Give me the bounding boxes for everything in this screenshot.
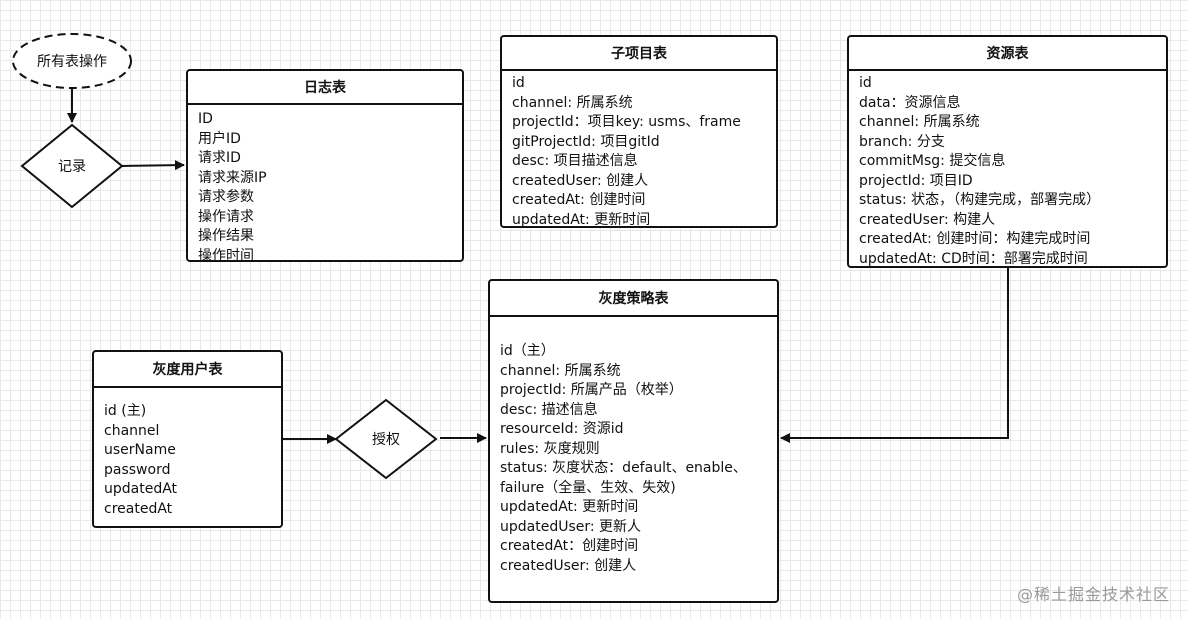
gray-user-table-field: id (主) xyxy=(104,403,147,419)
subproject-table-field: createdUser: 创建人 xyxy=(512,172,649,189)
resource-table-field: commitMsg: 提交信息 xyxy=(859,153,1006,169)
authorize-label: 授权 xyxy=(372,432,400,448)
resource-table-field: updatedAt: CD时间：部署完成时间 xyxy=(859,250,1088,267)
gray-strategy-table-field: failure（全量、生效、失效) xyxy=(500,479,676,496)
all-operations-label: 所有表操作 xyxy=(37,54,107,70)
gray-user-table-field: userName xyxy=(104,442,176,458)
gray-strategy-table-field: desc: 描述信息 xyxy=(500,401,598,418)
record-diamond xyxy=(20,123,124,209)
log-table-field: 请求ID xyxy=(198,150,241,166)
resource-table-field: createdAt: 创建时间：构建完成时间 xyxy=(859,231,1091,247)
resource-table-field: projectId: 项目ID xyxy=(859,172,973,189)
record-label: 记录 xyxy=(58,159,86,175)
subproject-table-field: channel: 所属系统 xyxy=(512,94,633,111)
resource-table: 资源表 id data：资源信息 channel: 所属系统 branch: 分… xyxy=(847,35,1168,268)
gray-strategy-table-field: channel: 所属系统 xyxy=(500,362,621,379)
log-table: 日志表 ID 用户ID 请求ID 请求来源IP 请求参数 操作请求 操作结果 操… xyxy=(186,69,464,264)
gray-strategy-table-field: createdAt：创建时间 xyxy=(500,538,639,554)
gray-user-table-field: updatedAt xyxy=(104,481,178,497)
resource-table-field: channel: 所属系统 xyxy=(859,114,980,130)
gray-strategy-table-field: updatedAt: 更新时间 xyxy=(500,499,639,515)
gray-strategy-table-field: status: 灰度状态：default、enable、 xyxy=(500,460,747,476)
subproject-table: 子项目表 id channel: 所属系统 projectId：项目key: u… xyxy=(500,35,778,228)
resource-table-field: createdUser: 构建人 xyxy=(859,211,996,228)
gray-user-table: 灰度用户表 id (主) channel userName password u… xyxy=(92,350,283,528)
gray-strategy-table-title: 灰度策略表 xyxy=(490,281,777,317)
gray-user-table-title: 灰度用户表 xyxy=(94,352,281,388)
subproject-table-field: gitProjectId: 项目gitId xyxy=(512,133,660,150)
gray-strategy-table-field: projectId: 所属产品（枚举） xyxy=(500,382,683,398)
gray-strategy-table: 灰度策略表 id（主） channel: 所属系统 projectId: 所属产… xyxy=(488,279,779,603)
authorize-diamond xyxy=(334,398,438,480)
log-table-field: 操作时间 xyxy=(198,247,254,264)
log-table-title: 日志表 xyxy=(188,71,462,105)
log-table-field: 用户ID xyxy=(198,130,241,147)
log-table-field: 操作结果 xyxy=(198,228,254,244)
resource-table-field: branch: 分支 xyxy=(859,133,945,150)
gray-strategy-table-field: updatedUser: 更新人 xyxy=(500,518,642,535)
gray-user-table-field: channel xyxy=(104,422,160,439)
gray-strategy-table-field: rules: 灰度规则 xyxy=(500,440,600,457)
resource-table-title: 资源表 xyxy=(849,37,1166,71)
subproject-table-field: desc: 项目描述信息 xyxy=(512,153,638,169)
arrow-record-to-log xyxy=(121,160,185,171)
resource-table-field: id xyxy=(859,75,872,91)
gray-strategy-table-field: resourceId: 资源id xyxy=(500,421,624,437)
watermark: @稀土掘金技术社区 xyxy=(1016,585,1170,604)
subproject-table-title: 子项目表 xyxy=(502,37,776,71)
arrow-resource-to-strategy xyxy=(780,267,1009,443)
subproject-table-field: createdAt: 创建时间 xyxy=(512,192,646,208)
subproject-table-field: id xyxy=(512,75,525,91)
log-table-field: 请求参数 xyxy=(198,189,254,205)
resource-table-field: data：资源信息 xyxy=(859,94,961,111)
log-table-field: ID xyxy=(198,111,213,127)
gray-strategy-table-field: id（主） xyxy=(500,343,555,359)
gray-strategy-table-field: createdUser: 创建人 xyxy=(500,557,637,574)
log-table-field: 操作请求 xyxy=(198,208,254,225)
subproject-table-field: projectId：项目key: usms、frame xyxy=(512,114,741,130)
resource-table-field: status: 状态，（构建完成，部署完成） xyxy=(859,192,1101,208)
log-table-field: 请求来源IP xyxy=(198,169,267,186)
gray-user-table-field: createdAt xyxy=(104,500,173,517)
gray-user-table-field: password xyxy=(104,461,171,478)
subproject-table-field: updatedAt: 更新时间 xyxy=(512,211,651,228)
